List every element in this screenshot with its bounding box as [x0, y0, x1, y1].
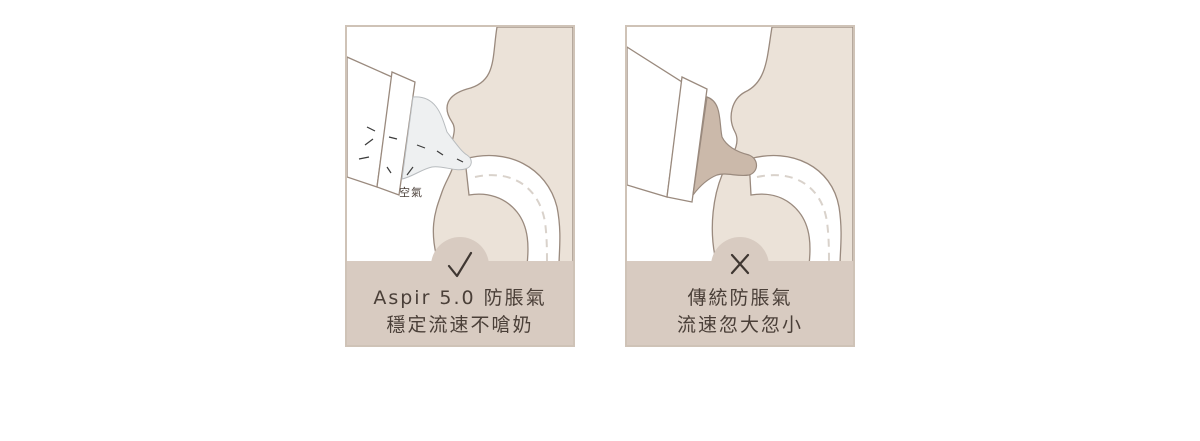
check-icon: [447, 251, 473, 278]
bottle-feeding-illustration-traditional: [627, 27, 853, 265]
caption-subtitle: 穩定流速不嗆奶: [386, 314, 534, 336]
air-annotation: 空氣: [399, 186, 423, 199]
caption-subtitle: 流速忽大忽小: [676, 314, 803, 336]
comparison-panel-traditional: 傳統防脹氣 流速忽大忽小: [625, 25, 855, 347]
caption-title: Aspir 5.0 防脹氣: [373, 287, 547, 309]
comparison-panel-aspir: 空氣 Aspir 5.0 防脹氣 穩定流速不嗆奶: [345, 25, 575, 347]
caption-title: 傳統防脹氣: [687, 287, 793, 309]
check-badge: [431, 237, 489, 295]
cross-badge: [711, 237, 769, 295]
bottle-feeding-illustration-aspir: [347, 27, 573, 265]
cross-icon: [730, 253, 750, 275]
